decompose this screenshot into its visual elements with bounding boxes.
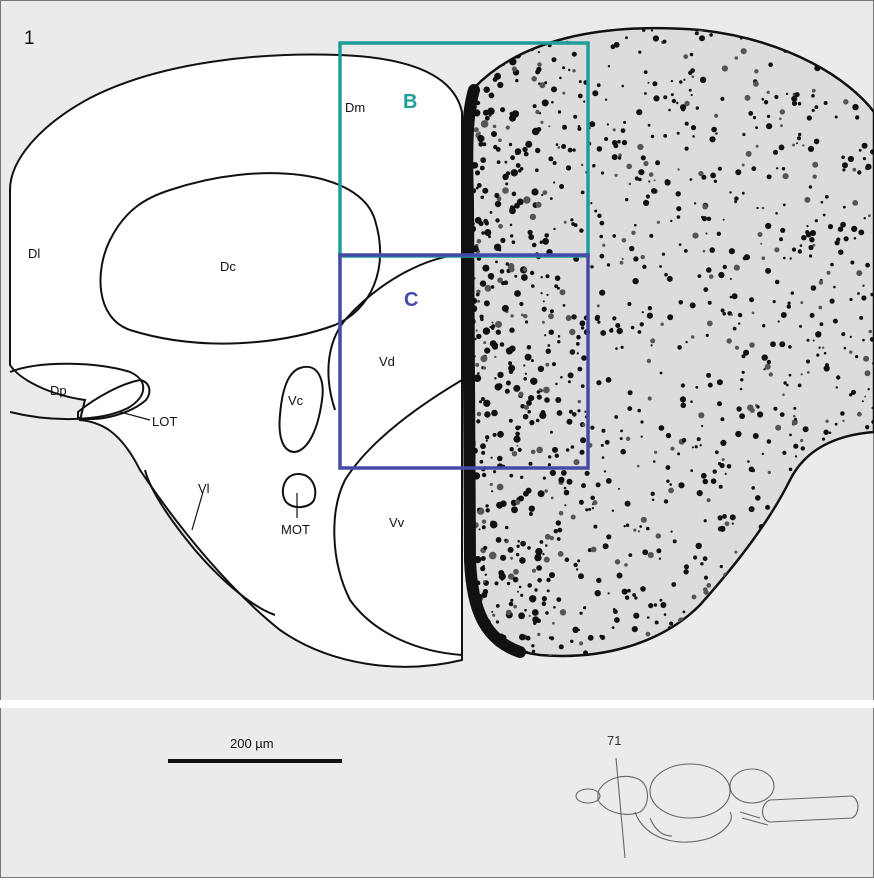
region-label-dm: Dm [345, 100, 365, 115]
inset-label-b: B [403, 91, 417, 113]
scale-bar-label: 200 µm [230, 736, 274, 751]
region-label-vd: Vd [379, 354, 395, 369]
region-label-dp: Dp [50, 383, 67, 398]
region-label-dc: Dc [220, 259, 236, 274]
divider-line [0, 700, 874, 708]
region-label-lot: LOT [152, 414, 177, 429]
region-label-dl: Dl [28, 246, 40, 261]
inset-label-c: C [404, 289, 418, 311]
section-number: 71 [607, 733, 621, 748]
panel-number: 1 [24, 28, 35, 49]
scale-bar [168, 759, 342, 763]
region-label-vv: Vv [389, 515, 405, 530]
region-label-mot: MOT [281, 522, 310, 537]
region-label-vc: Vc [288, 393, 304, 408]
region-label-vl: Vl [198, 481, 210, 496]
